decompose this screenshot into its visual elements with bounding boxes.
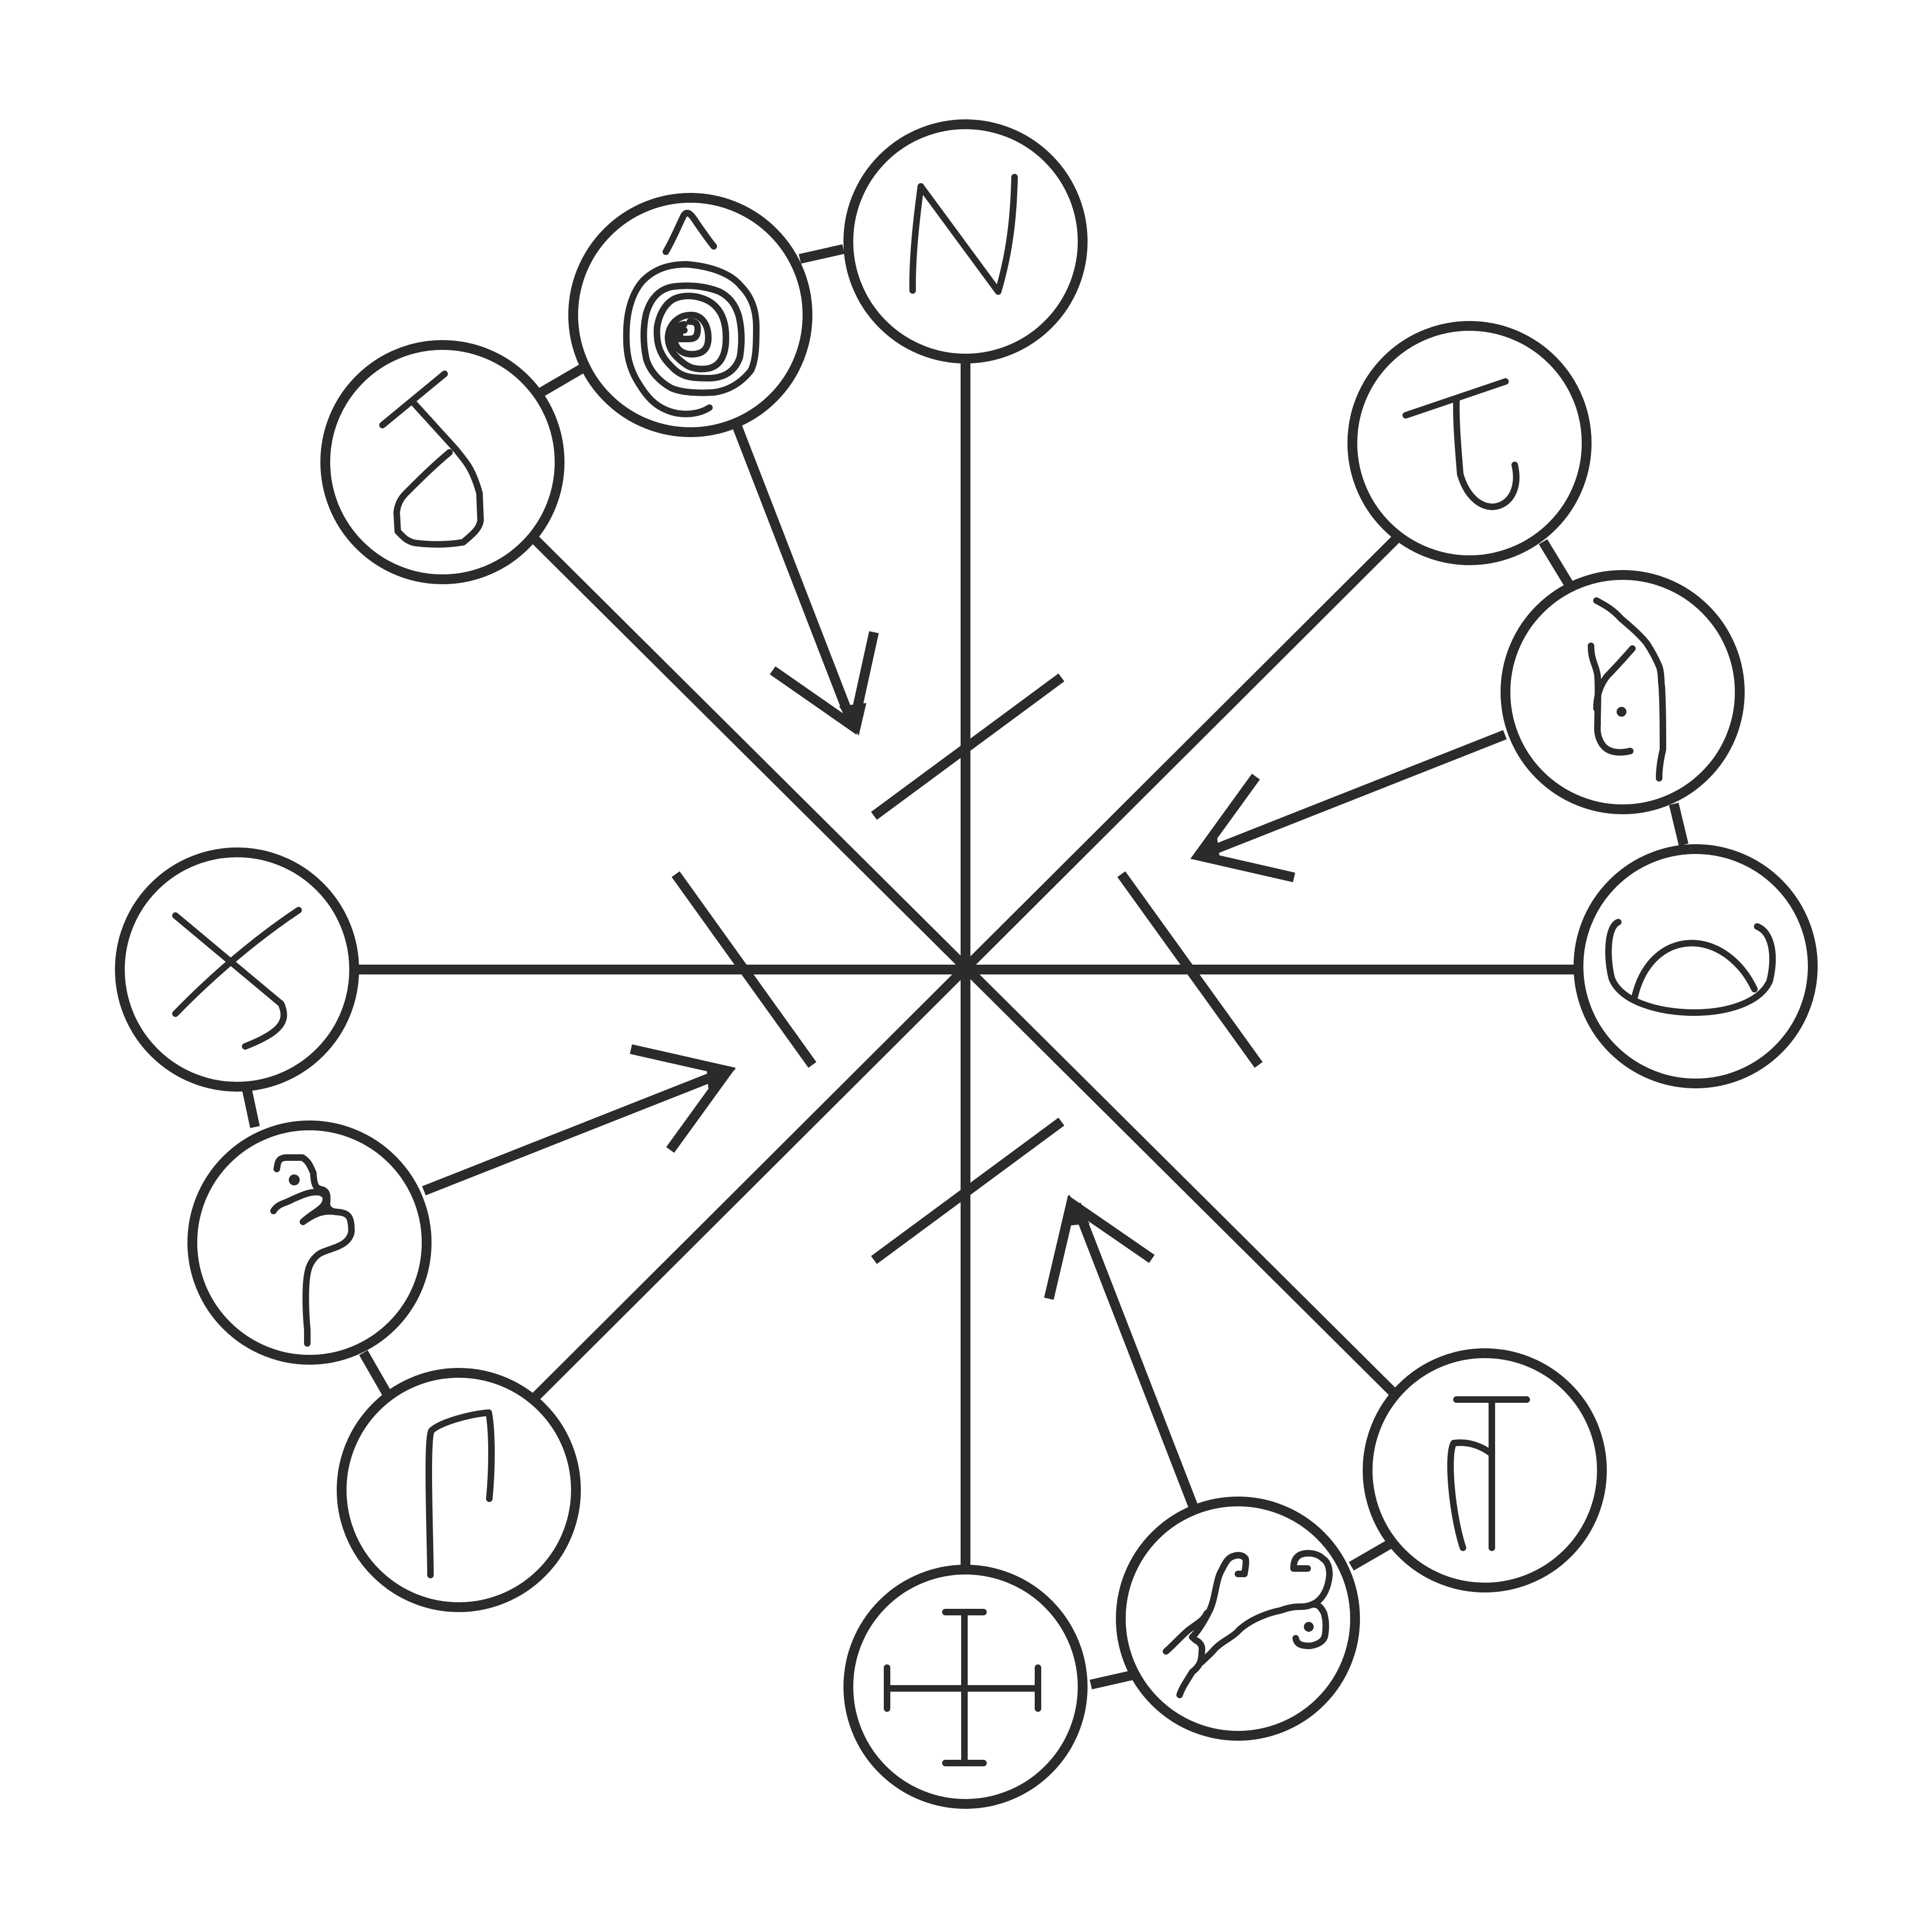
cross-bar-right xyxy=(1117,871,1263,1068)
nodes xyxy=(115,119,1818,1809)
node-west-south-west xyxy=(187,1121,432,1365)
node-north-east xyxy=(1347,321,1592,565)
node-north-west xyxy=(568,193,812,437)
spoke-diagonal-ne-sw xyxy=(531,533,1402,1401)
serpent-icon xyxy=(1163,1550,1333,1698)
connector xyxy=(1539,539,1574,588)
connector xyxy=(538,363,587,397)
arrow-shaft xyxy=(731,420,858,729)
bent-stem-icon xyxy=(425,1409,495,1578)
cross-bars xyxy=(671,673,1263,1264)
arrow-from-north-west xyxy=(731,420,879,736)
double-cross-icon xyxy=(884,1609,1041,1766)
node-east xyxy=(1574,844,1818,1088)
cross-bar-left xyxy=(671,871,817,1068)
arrow-head xyxy=(1062,1195,1090,1226)
connector xyxy=(799,244,845,264)
spiral-icon xyxy=(623,210,760,417)
node-circle xyxy=(187,1121,432,1365)
node-south xyxy=(843,1565,1088,1809)
bowl-icon xyxy=(1605,919,1776,1016)
node-south-south-east xyxy=(1116,1497,1360,1741)
node-circle xyxy=(1574,844,1818,1088)
connectors xyxy=(242,244,1689,1689)
node-circle xyxy=(1347,321,1592,565)
arrow-head xyxy=(1191,838,1220,864)
arrow-from-east-north-east xyxy=(1190,730,1507,882)
spokes xyxy=(354,357,1575,1583)
cross-bar-lower xyxy=(871,1117,1065,1264)
arrow-shaft xyxy=(422,1066,730,1196)
connector xyxy=(1349,1537,1396,1571)
arrows xyxy=(422,420,1507,1509)
cross-bar-upper xyxy=(871,673,1065,820)
connector xyxy=(359,1350,393,1399)
node-south-east xyxy=(1363,1348,1607,1592)
flame-stroke-icon xyxy=(1588,597,1666,782)
connector xyxy=(242,1088,260,1128)
connector xyxy=(1669,802,1689,846)
t-bar-icon xyxy=(1447,1396,1530,1551)
node-east-north-east xyxy=(1501,570,1745,814)
crossed-hook-icon xyxy=(172,907,302,1050)
node-north xyxy=(843,119,1088,364)
node-circle xyxy=(1363,1348,1607,1592)
node-circle xyxy=(337,1368,581,1612)
loop-stroke-icon xyxy=(379,371,484,548)
arrow-shaft xyxy=(1197,730,1507,861)
node-west xyxy=(115,847,359,1092)
node-west-north-west xyxy=(320,340,564,584)
arrow-head xyxy=(706,1063,736,1088)
node-circle xyxy=(1501,570,1745,814)
arrow-head xyxy=(839,703,866,736)
tau-hook-icon xyxy=(1402,378,1520,510)
node-circle xyxy=(843,119,1088,364)
node-south-west xyxy=(337,1368,581,1612)
squiggle-stem-icon xyxy=(270,1154,355,1347)
connector xyxy=(1090,1670,1133,1689)
arrow-from-south-south-east xyxy=(1044,1195,1198,1509)
node-circle xyxy=(1116,1497,1360,1741)
arrow-from-west-south-west xyxy=(422,1044,736,1196)
arrow-shaft xyxy=(1071,1202,1198,1509)
n-mark-icon xyxy=(909,174,1018,295)
